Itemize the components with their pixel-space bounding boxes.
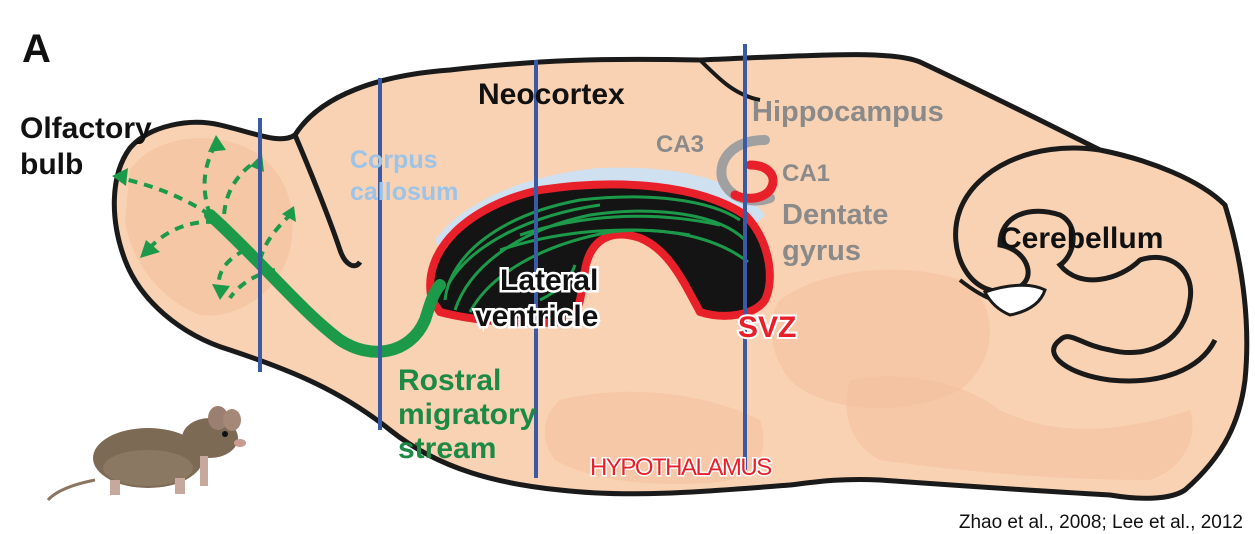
- lateral-ventricle-label-1: Lateral: [500, 264, 598, 297]
- rostral-migratory-stream-label-1: Rostral: [398, 364, 501, 397]
- corpus-callosum-label-1: Corpus: [350, 146, 438, 174]
- citation: Zhao et al., 2008; Lee et al., 2012: [959, 512, 1243, 533]
- corpus-callosum-label-2: callosum: [350, 178, 458, 206]
- neocortex-label: Neocortex: [478, 78, 625, 111]
- lateral-ventricle-label-2: ventricle: [475, 300, 598, 333]
- rostral-migratory-stream-label-2: migratory: [398, 398, 537, 431]
- svz-label: SVZ: [738, 311, 796, 344]
- hypothalamus-label: HYPOTHALAMUS: [590, 454, 771, 481]
- ca1-label: CA1: [782, 160, 830, 187]
- ca3-label: CA3: [656, 131, 704, 158]
- hippocampus-label: Hippocampus: [752, 96, 944, 128]
- rostral-migratory-stream-label-3: stream: [398, 432, 496, 465]
- panel-label: A: [22, 27, 51, 71]
- dentate-gyrus-label-1: Dentate: [782, 199, 888, 231]
- dentate-gyrus-label-2: gyrus: [782, 235, 861, 267]
- cerebellum-label: Cerebellum: [1000, 222, 1163, 255]
- olfactory-bulb-label-2: bulb: [20, 148, 83, 181]
- olfactory-bulb-label-1: Olfactory: [20, 112, 152, 145]
- mouse-image: [32, 404, 270, 514]
